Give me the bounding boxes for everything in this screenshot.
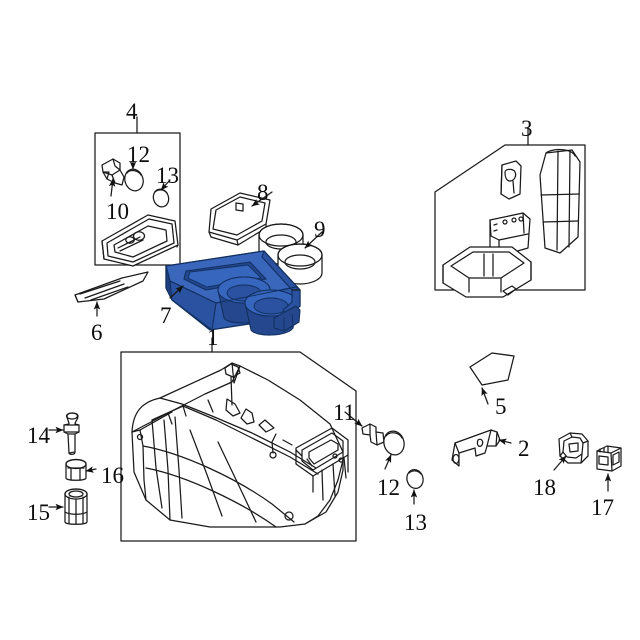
armrest-hinge-part (489, 212, 531, 253)
callout-label-15: 15 (27, 500, 50, 525)
console-stud-fastener-part (63, 412, 80, 455)
plug-cap-lower-part (383, 430, 405, 456)
cap-plug-part (65, 458, 87, 481)
callout-label-5: 5 (495, 394, 507, 419)
bushing-sleeve-part (64, 488, 88, 525)
leader-5 (481, 387, 489, 405)
leader-2 (498, 438, 512, 445)
plug-cap-upper-part (124, 168, 144, 192)
leader-7 (169, 285, 184, 299)
armrest-latch-part (500, 160, 522, 200)
leader-13-upper (160, 179, 171, 191)
callout-label-7: 7 (160, 303, 172, 328)
dual-cup-holder-insert-part (258, 223, 323, 285)
callout-label-12a: 12 (127, 142, 150, 167)
callout-label-6: 6 (91, 320, 103, 345)
console-trim-panel-highlighted (165, 250, 301, 336)
callout-label-3: 3 (521, 116, 533, 141)
screw-fastener-part (101, 158, 125, 186)
callout-label-14: 14 (27, 423, 50, 448)
callout-label-13b: 13 (404, 510, 427, 535)
callout-label-10: 10 (106, 199, 129, 224)
retainer-pin-part (361, 423, 385, 446)
callout-label-18: 18 (533, 475, 556, 500)
leader-18 (553, 455, 567, 471)
side-trim-wedge-part (74, 271, 149, 303)
leader-12-lower (384, 454, 392, 470)
callout-label-1: 1 (207, 325, 219, 350)
electrical-connector-square-part (596, 445, 622, 472)
callout-label-17: 17 (591, 495, 614, 520)
callout-label-12b: 12 (377, 475, 400, 500)
console-mat-part (469, 352, 515, 386)
armrest-tray-part (442, 246, 532, 298)
callout-label-16: 16 (101, 463, 124, 488)
mounting-bracket-part (451, 429, 501, 467)
callout-label-8: 8 (257, 180, 269, 205)
armrest-pad-part (539, 149, 581, 254)
callout-label-4: 4 (126, 99, 138, 124)
leader-10 (108, 178, 116, 197)
plug-cap-small-lower-part (406, 468, 424, 490)
leader-9 (304, 231, 323, 249)
leader-16 (85, 466, 97, 473)
leader-11 (344, 411, 363, 427)
leader-8 (251, 191, 273, 207)
callout-label-2: 2 (518, 436, 530, 461)
callout-label-9: 9 (314, 217, 326, 242)
callout-label-11: 11 (333, 400, 356, 425)
shifter-bezel-part (101, 214, 179, 267)
console-body-part (131, 362, 349, 528)
callout-label-13a: 13 (156, 163, 179, 188)
